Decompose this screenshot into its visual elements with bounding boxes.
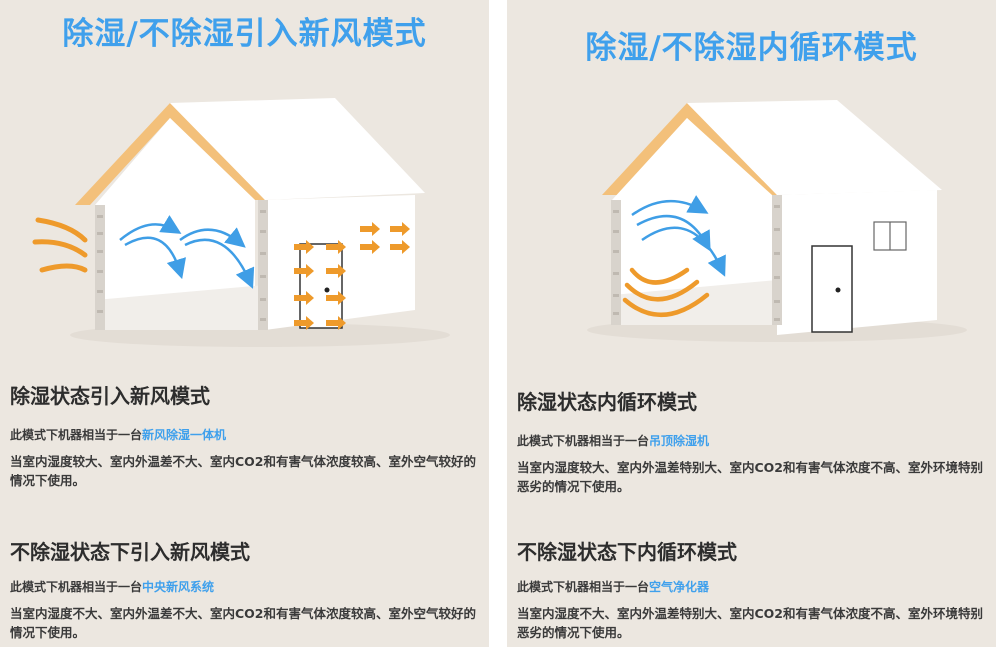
roof-top xyxy=(687,100,942,195)
fresh-air-house-illustration xyxy=(32,98,450,347)
fresh-air-mode-panel: 除湿/不除湿引入新风模式 xyxy=(0,0,489,647)
line-prefix: 此模式下机器相当于一台 xyxy=(517,434,650,448)
device-equivalent-line: 此模式下机器相当于一台中央新风系统 xyxy=(10,578,214,595)
recirculation-house-illustration xyxy=(587,100,967,342)
usage-description: 当室内湿度较大、室内外温差不大、室内CO2和有害气体浓度较高、室外空气较好的情况… xyxy=(10,454,476,488)
airflow-arrow-icon xyxy=(119,214,255,289)
usage-description: 当室内湿度不大、室内外温差特别大、室内CO2和有害气体浓度不高、室外环境特别恶劣… xyxy=(517,606,983,640)
door xyxy=(299,243,343,329)
section-heading: 不除湿状态下内循环模式 xyxy=(517,540,737,564)
panel-title: 除湿/不除湿引入新风模式 xyxy=(62,16,427,52)
usage-description: 当室内湿度较大、室内外温差特别大、室内CO2和有害气体浓度不高、室外环境特别恶劣… xyxy=(517,460,983,494)
window xyxy=(873,221,907,251)
door-knob xyxy=(835,287,841,293)
device-highlight: 新风除湿一体机 xyxy=(142,428,227,442)
device-highlight: 中央新风系统 xyxy=(142,580,215,594)
door xyxy=(811,245,853,333)
brick-wall-edge xyxy=(611,195,782,325)
door-knob xyxy=(324,287,330,293)
device-equivalent-line: 此模式下机器相当于一台新风除湿一体机 xyxy=(10,426,226,443)
line-prefix: 此模式下机器相当于一台 xyxy=(10,428,143,442)
house-side-wall xyxy=(777,190,937,335)
section-heading: 除湿状态引入新风模式 xyxy=(10,384,210,408)
section-heading: 不除湿状态下引入新风模式 xyxy=(10,540,250,564)
airflow-arrow-icon xyxy=(631,195,726,277)
device-equivalent-line: 此模式下机器相当于一台空气净化器 xyxy=(517,578,709,595)
roof xyxy=(75,103,265,205)
recirculation-mode-panel: 除湿/不除湿内循环模式 xyxy=(507,0,996,647)
recirculation-air-icon xyxy=(622,267,710,317)
house-front-wall xyxy=(612,118,772,325)
device-equivalent-line: 此模式下机器相当于一台吊顶除湿机 xyxy=(517,432,709,449)
section-heading: 除湿状态内循环模式 xyxy=(517,390,697,414)
panel-title: 除湿/不除湿内循环模式 xyxy=(585,30,918,66)
line-prefix: 此模式下机器相当于一台 xyxy=(517,580,650,594)
brick-wall-edge xyxy=(95,200,268,330)
device-highlight: 吊顶除湿机 xyxy=(649,434,710,448)
roof-top xyxy=(170,98,425,200)
usage-description: 当室内湿度不大、室内外温差不大、室内CO2和有害气体浓度较高、室外空气较好的情况… xyxy=(10,606,476,640)
line-prefix: 此模式下机器相当于一台 xyxy=(10,580,143,594)
device-highlight: 空气净化器 xyxy=(649,580,710,594)
airflow-arrow-icon xyxy=(294,222,410,330)
incoming-air-icon xyxy=(32,217,88,273)
